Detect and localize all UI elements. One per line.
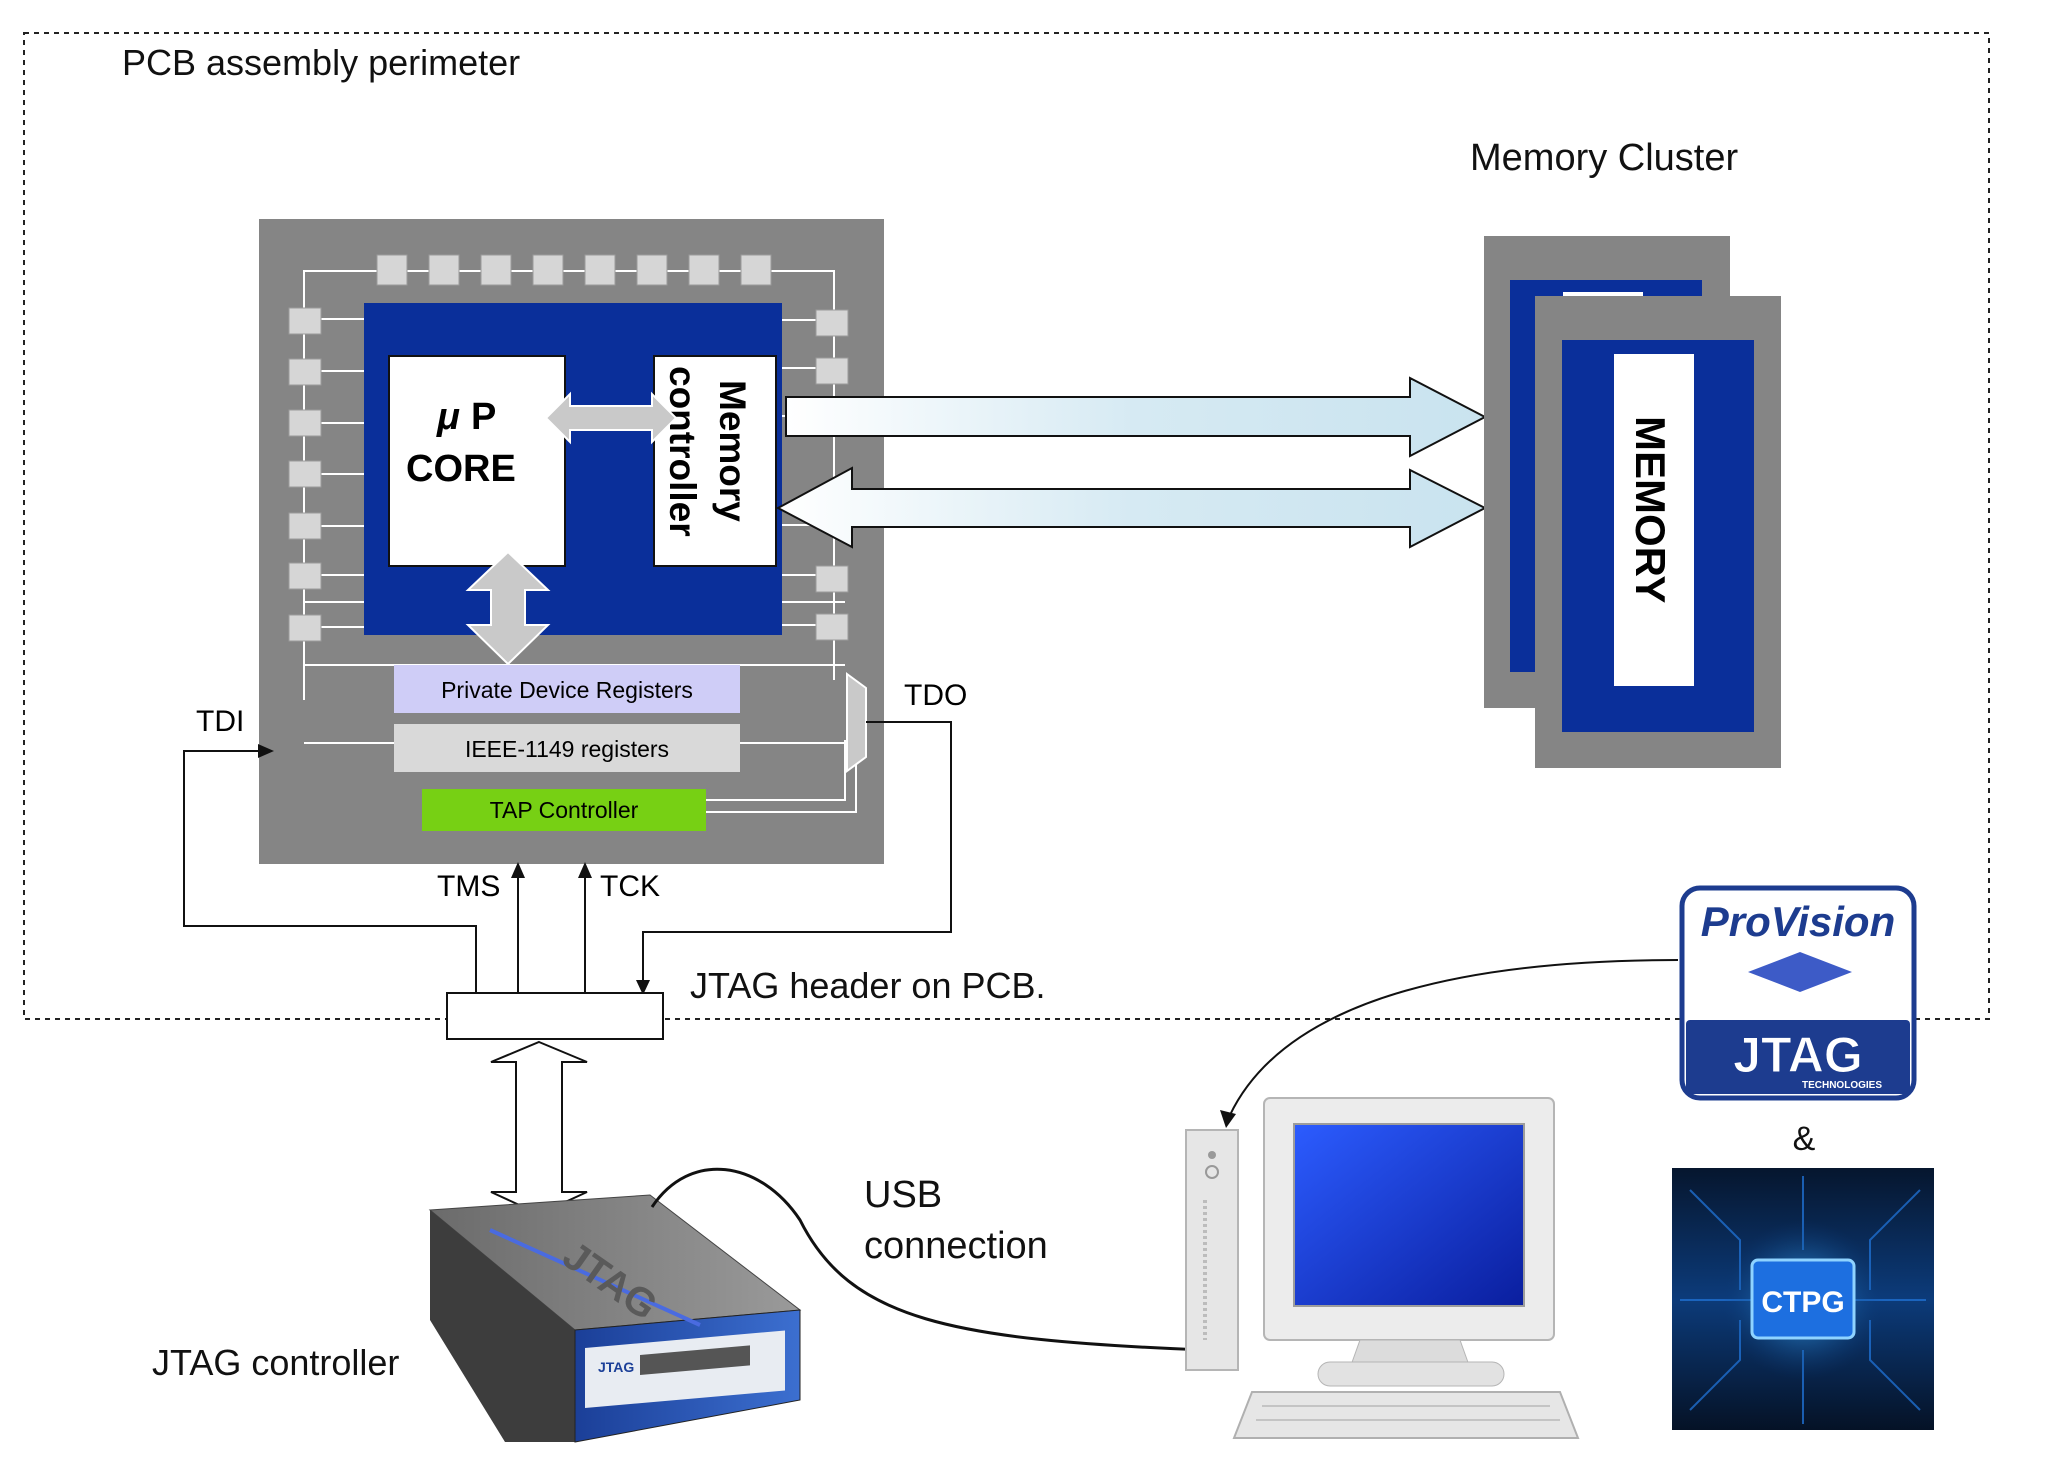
tck-label: TCK (600, 870, 660, 903)
computer-tower (1185, 1129, 1239, 1371)
tdi-arrowhead (258, 744, 274, 758)
computer-keyboard (1232, 1391, 1580, 1439)
bus-arrow-lower (775, 466, 1488, 549)
ctpg-logo: CTPG (1672, 1168, 1934, 1430)
tdo-label: TDO (904, 679, 967, 712)
up-core-box (388, 355, 566, 567)
jtag-header-label: JTAG header on PCB. (690, 965, 1046, 1006)
ctpg-logo-text: CTPG (1761, 1286, 1844, 1319)
ieee-registers-box (394, 724, 740, 772)
top-pads (376, 254, 772, 286)
tck-arrowhead (578, 862, 592, 878)
pcb-perimeter-border (23, 32, 1990, 1020)
provision-logo: ProVision JTAG TECHNOLOGIES (1679, 885, 1917, 1101)
memory-cluster: MEMORY (1484, 236, 1781, 768)
memory-controller-box (653, 355, 777, 567)
core-to-memctrl-arrow (544, 391, 678, 445)
pcb-perimeter-label: PCB assembly perimeter (122, 42, 520, 83)
tap-to-mux-line-1 (706, 740, 846, 801)
usb-cable (650, 1167, 1206, 1352)
header-to-controller-arrow (490, 1040, 588, 1216)
jtag-wires (183, 721, 952, 993)
up-core-label: CORE (406, 448, 516, 490)
computer (1185, 1097, 1580, 1439)
computer-screen (1293, 1123, 1525, 1307)
jtag-controller-label: JTAG controller (152, 1342, 399, 1383)
jtag-logo-text: JTAG (1733, 1027, 1863, 1083)
tdo-arrowhead (636, 980, 650, 995)
up-p-label: P (471, 396, 496, 438)
memory-cluster-label: Memory Cluster (1470, 137, 1738, 179)
jtag-logo-subtext: TECHNOLOGIES (1802, 1080, 1882, 1091)
tms-arrowhead (511, 862, 525, 878)
tdo-mux (846, 672, 867, 773)
usb-label-line1: USB (864, 1174, 942, 1216)
bus-arrow-upper (785, 376, 1488, 458)
usb-label-line2: connection (864, 1225, 1048, 1267)
jtag-header (446, 992, 664, 1040)
provision-logo-text: ProVision (1701, 898, 1895, 945)
tdi-wire (183, 750, 477, 993)
left-pads (288, 307, 322, 642)
tdi-label: TDI (196, 705, 244, 738)
tap-controller-box (422, 789, 706, 831)
software-to-computer-arrowhead (1220, 1110, 1236, 1128)
software-to-computer-arrow (1229, 959, 1679, 1116)
memory-controller-label-1: Memory (712, 380, 753, 522)
jtag-controller-device: JTAG JTAG (428, 1194, 802, 1443)
jtag-controller-brand: JTAG (598, 1359, 634, 1375)
memory-controller-label-2: controller (662, 366, 703, 537)
up-mu-label: μ (436, 396, 460, 438)
private-registers-box (394, 665, 740, 713)
core-to-registers-arrow (465, 550, 551, 666)
memory-label: MEMORY (1627, 416, 1674, 603)
ampersand-label: & (1793, 1120, 1816, 1158)
tap-controller-label: TAP Controller (490, 797, 639, 823)
tdo-wire (642, 721, 952, 983)
ieee-registers-label: IEEE-1149 registers (465, 736, 669, 762)
tms-label: TMS (437, 870, 500, 903)
chip: μ P CORE Memory controller Private Devic… (259, 219, 884, 864)
private-registers-label: Private Device Registers (441, 677, 693, 703)
